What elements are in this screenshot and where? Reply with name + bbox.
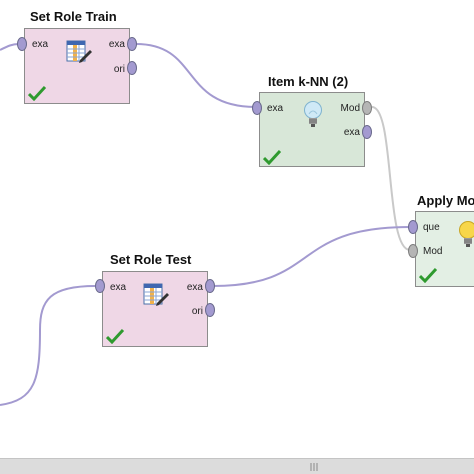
operator-title-set-role-train: Set Role Train xyxy=(30,9,117,24)
port-label-mod-in: Mod xyxy=(423,246,443,257)
port-label-exa-out: exa xyxy=(108,39,125,50)
port-set-role-train-exa-out[interactable] xyxy=(127,37,137,51)
lightbulb-icon xyxy=(304,101,322,127)
port-label-ori-out: ori xyxy=(113,64,125,75)
port-label-que-in: que xyxy=(423,222,440,233)
operator-set-role-train[interactable]: exa exa ori xyxy=(24,28,130,104)
checkmark-icon xyxy=(419,267,437,283)
wire-knn-model-to-apply xyxy=(371,106,411,251)
horizontal-scrollbar[interactable] xyxy=(0,458,474,474)
port-apply-model-que-in[interactable] xyxy=(408,220,418,234)
port-label-ori-out: ori xyxy=(191,306,203,317)
operator-title-item-knn: Item k-NN (2) xyxy=(268,74,349,89)
wire-train-to-knn xyxy=(135,43,257,108)
table-pencil-icon xyxy=(143,283,169,306)
port-label-exa-out: exa xyxy=(343,127,360,138)
checkmark-icon xyxy=(263,149,281,165)
port-item-knn-exa-out[interactable] xyxy=(362,125,372,139)
port-set-role-test-exa-out[interactable] xyxy=(205,279,215,293)
port-set-role-test-ori-out[interactable] xyxy=(205,303,215,317)
port-set-role-test-exa-in[interactable] xyxy=(95,279,105,293)
scroll-grip-icon[interactable] xyxy=(310,463,318,471)
port-set-role-train-exa-in[interactable] xyxy=(17,37,27,51)
operator-item-knn[interactable]: exa Mod exa xyxy=(259,92,365,167)
port-label-exa-in: exa xyxy=(110,282,127,293)
operator-set-role-test[interactable]: exa exa ori xyxy=(102,271,208,347)
port-label-exa-in: exa xyxy=(267,103,284,114)
wire-input-test xyxy=(0,285,96,406)
operator-title-apply-model: Apply Mo xyxy=(417,193,474,208)
operator-apply-model[interactable]: que Mod xyxy=(415,211,474,287)
port-item-knn-exa-in[interactable] xyxy=(252,101,262,115)
port-item-knn-mod-out[interactable] xyxy=(362,101,372,115)
checkmark-icon xyxy=(28,85,46,101)
port-label-exa-out: exa xyxy=(186,282,203,293)
port-set-role-train-ori-out[interactable] xyxy=(127,61,137,75)
table-pencil-icon xyxy=(66,40,92,63)
checkmark-icon xyxy=(106,328,124,344)
lightbulb-icon xyxy=(459,221,474,247)
operator-title-set-role-test: Set Role Test xyxy=(110,252,192,267)
port-label-exa-in: exa xyxy=(32,39,49,50)
port-label-mod-out: Mod xyxy=(340,103,360,114)
wire-test-to-apply xyxy=(212,226,411,287)
port-apply-model-mod-in[interactable] xyxy=(408,244,418,258)
